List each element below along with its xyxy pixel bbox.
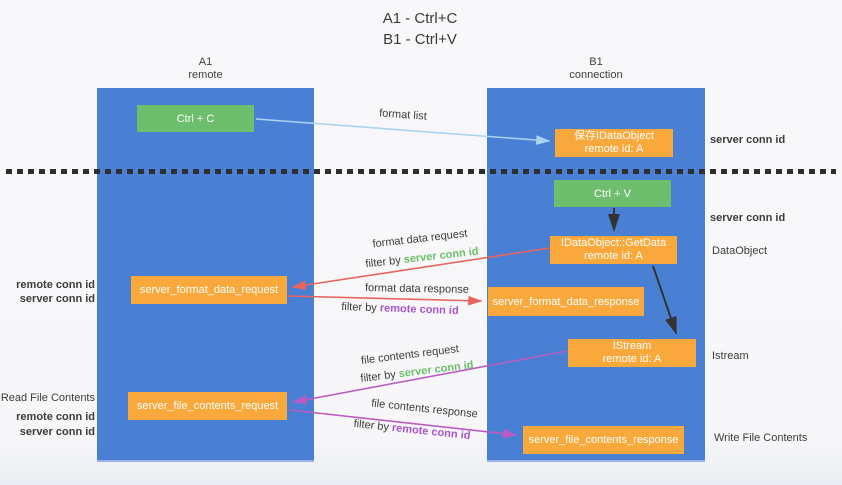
remote-conn-id-text: remote conn id bbox=[391, 421, 471, 443]
node-save-idataobject-line1: 保存IDataObject bbox=[573, 130, 655, 142]
node-ctrl-v-label: Ctrl + V bbox=[594, 187, 631, 200]
node-server-file-contents-response-label: server_file_contents_response bbox=[528, 434, 679, 446]
label-file-contents-response: file contents response bbox=[370, 397, 479, 421]
node-istream: IStream remote id: A bbox=[568, 339, 696, 367]
node-ctrl-c: Ctrl + C bbox=[137, 105, 254, 132]
server-conn-id-text: server conn id bbox=[398, 359, 475, 381]
label-read-file-contents: Read File Contents bbox=[0, 392, 95, 404]
label-remote-conn-id-left-1: remote conn id bbox=[16, 279, 95, 291]
node-istream-line2: remote id: A bbox=[602, 353, 662, 365]
lane-b1-subtitle: connection bbox=[569, 69, 623, 81]
remote-conn-id-text: remote conn id bbox=[379, 302, 459, 318]
title-line-1: A1 - Ctrl+C bbox=[382, 10, 458, 27]
node-idataobject-getdata-line1: IDataObject::GetData bbox=[560, 237, 667, 249]
label-filter-by-remote-conn-id-2: filter by remote conn id bbox=[347, 417, 478, 443]
dotted-separator-line bbox=[6, 169, 836, 174]
label-format-list: format list bbox=[378, 107, 428, 123]
node-ctrl-c-label: Ctrl + C bbox=[176, 112, 215, 125]
label-server-conn-id-left-1: server conn id bbox=[19, 293, 95, 305]
node-server-file-contents-request-label: server_file_contents_request bbox=[136, 400, 279, 412]
lane-a1-name: A1 bbox=[198, 56, 213, 68]
format-data-response-arrow bbox=[287, 295, 483, 306]
node-server-format-data-request-label: server_format_data_request bbox=[139, 284, 279, 296]
filter-by-text: filter by bbox=[364, 254, 402, 271]
node-server-format-data-response-label: server_format_data_response bbox=[492, 295, 640, 308]
node-save-idataobject-line2: remote id: A bbox=[584, 143, 644, 155]
filter-by-text: filter by bbox=[341, 300, 378, 315]
node-istream-line1: IStream bbox=[612, 340, 652, 352]
lane-b1-name: B1 bbox=[589, 56, 603, 68]
label-remote-conn-id-left-2: remote conn id bbox=[16, 411, 95, 423]
node-server-format-data-request: server_format_data_request bbox=[131, 276, 287, 304]
node-server-file-contents-response: server_file_contents_response bbox=[523, 426, 684, 454]
label-write-file-contents: Write File Contents bbox=[714, 432, 808, 444]
node-idataobject-getdata: IDataObject::GetData remote id: A bbox=[550, 236, 677, 264]
node-idataobject-getdata-line2: remote id: A bbox=[584, 250, 643, 262]
lane-a1-header: A1 remote bbox=[97, 56, 314, 82]
lane-b1-header: B1 connection bbox=[487, 56, 705, 82]
node-server-format-data-response: server_format_data_response bbox=[488, 287, 644, 316]
node-save-idataobject: 保存IDataObject remote id: A bbox=[555, 129, 673, 157]
label-server-conn-id-left-2: server conn id bbox=[19, 426, 95, 438]
filter-by-text: filter by bbox=[359, 368, 397, 385]
label-filter-by-remote-conn-id-1: filter by remote conn id bbox=[335, 301, 465, 318]
title-line-2: B1 - Ctrl+V bbox=[383, 31, 457, 48]
label-server-conn-id-right-top: server conn id bbox=[710, 134, 786, 146]
label-format-data-response: format data response bbox=[364, 282, 470, 296]
diagram-title: A1 - Ctrl+C B1 - Ctrl+V bbox=[330, 8, 510, 50]
filter-by-text: filter by bbox=[353, 417, 390, 434]
label-server-conn-id-right-mid: server conn id bbox=[710, 212, 786, 224]
server-conn-id-text: server conn id bbox=[403, 245, 480, 267]
label-istream: Istream bbox=[712, 350, 749, 362]
lane-a1-subtitle: remote bbox=[188, 69, 223, 81]
label-dataobject: DataObject bbox=[712, 245, 768, 257]
node-server-file-contents-request: server_file_contents_request bbox=[128, 392, 287, 420]
node-ctrl-v: Ctrl + V bbox=[554, 180, 671, 207]
